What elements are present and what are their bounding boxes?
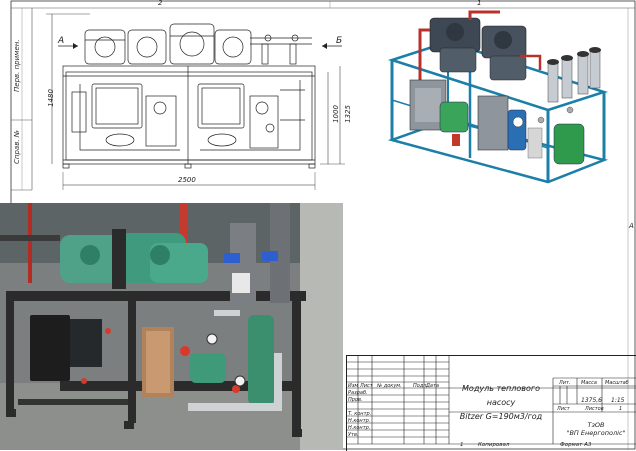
organization-line-2: "ВП Енергополіс" [566,429,626,437]
col-label-list: Лист [360,383,373,389]
isometric-view-drawing [387,10,609,184]
zone-label-a: A [629,222,634,230]
drawing-title-line-1: Модуль теплового насосу [462,384,540,407]
row-label-approved: Утв. [348,432,359,438]
dimension-height-1325: 1325 [343,105,352,123]
row-label-norm-control-2: Н.контр. [348,425,371,431]
format-label: Формат А3 [560,442,592,448]
title-block: Модуль теплового насосу Bitzer G=190м3/г… [346,355,636,451]
dimension-height-total: 1480 [46,89,55,107]
dimension-width: 2500 [178,176,196,184]
view-arrow-a-label: А [58,36,65,46]
lit-label: Лит. [559,380,571,386]
sheets-label: Листов [585,406,604,412]
col-label-signature: Подп. [413,383,429,389]
side-stamp-ref-no: Справ. № [13,129,21,164]
col-label-date: Дата [426,383,439,389]
sheets-value: 1 [619,406,623,412]
copied-label: Копировал [478,442,510,448]
row-label-developer: Разраб. [348,390,368,396]
dimension-height-1000: 1000 [331,105,340,123]
col-label-doc-no: № докум. [377,383,402,389]
copied-number: 1 [460,442,464,448]
scale-label: Масштаб [605,380,629,386]
drawing-title: Модуль теплового насосу Bitzer G=190м3/г… [450,382,552,424]
row-label-checked: Пров. [348,397,363,403]
col-label-izm: Изм [348,383,359,389]
zone-label-1: 1 [477,0,482,7]
title-block-grid [346,355,636,445]
scale-value: 1:15 [611,397,625,404]
drawing-title-line-2: Bitzer G=190м3/год [459,412,543,421]
organization-name: ТзОВ "ВП Енергополіс" [555,421,636,437]
equipment-photo [0,203,343,450]
side-stamp-first-use: Перв. примен. [13,39,21,92]
sheet-label: Лист [557,406,570,412]
front-view-drawing [62,23,316,169]
mass-label: Масса [581,380,597,386]
view-arrow-b-label: Б [336,36,343,46]
organization-line-1: ТзОВ [587,421,605,429]
mass-value: 1375,6 [581,397,602,404]
zone-label-2: 2 [158,0,163,7]
row-label-tech-control: Т. контр. [348,411,372,417]
row-label-norm-control-1: Н.контр. [348,418,371,424]
